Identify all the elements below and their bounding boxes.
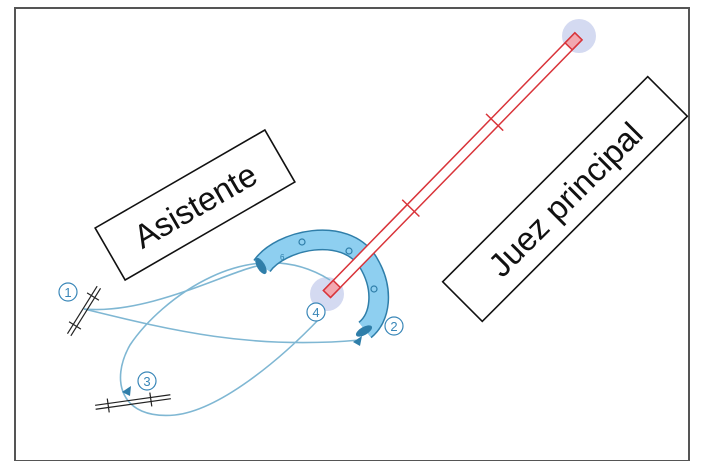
svg-text:4: 4	[312, 305, 319, 320]
marker-1: 1	[58, 282, 78, 302]
gate-1	[66, 285, 102, 337]
path-link-1	[83, 264, 263, 311]
hose-marker: 6	[280, 253, 285, 262]
svg-text:2: 2	[390, 319, 397, 334]
marker-3: 3	[137, 371, 157, 391]
course-path	[83, 261, 361, 417]
arc-end-right	[355, 325, 373, 337]
svg-text:1: 1	[64, 285, 71, 300]
arrow-head	[122, 386, 131, 396]
svg-text:3: 3	[143, 374, 150, 389]
marker-2: 2	[384, 316, 404, 336]
arc-ring	[370, 285, 378, 293]
pole	[322, 31, 584, 299]
arc-ring	[298, 238, 306, 246]
marker-4: 4	[306, 302, 326, 322]
gate-3	[95, 392, 171, 413]
arc-ring	[345, 247, 353, 255]
arrow-head	[353, 336, 362, 346]
arc-end-left	[255, 257, 267, 275]
